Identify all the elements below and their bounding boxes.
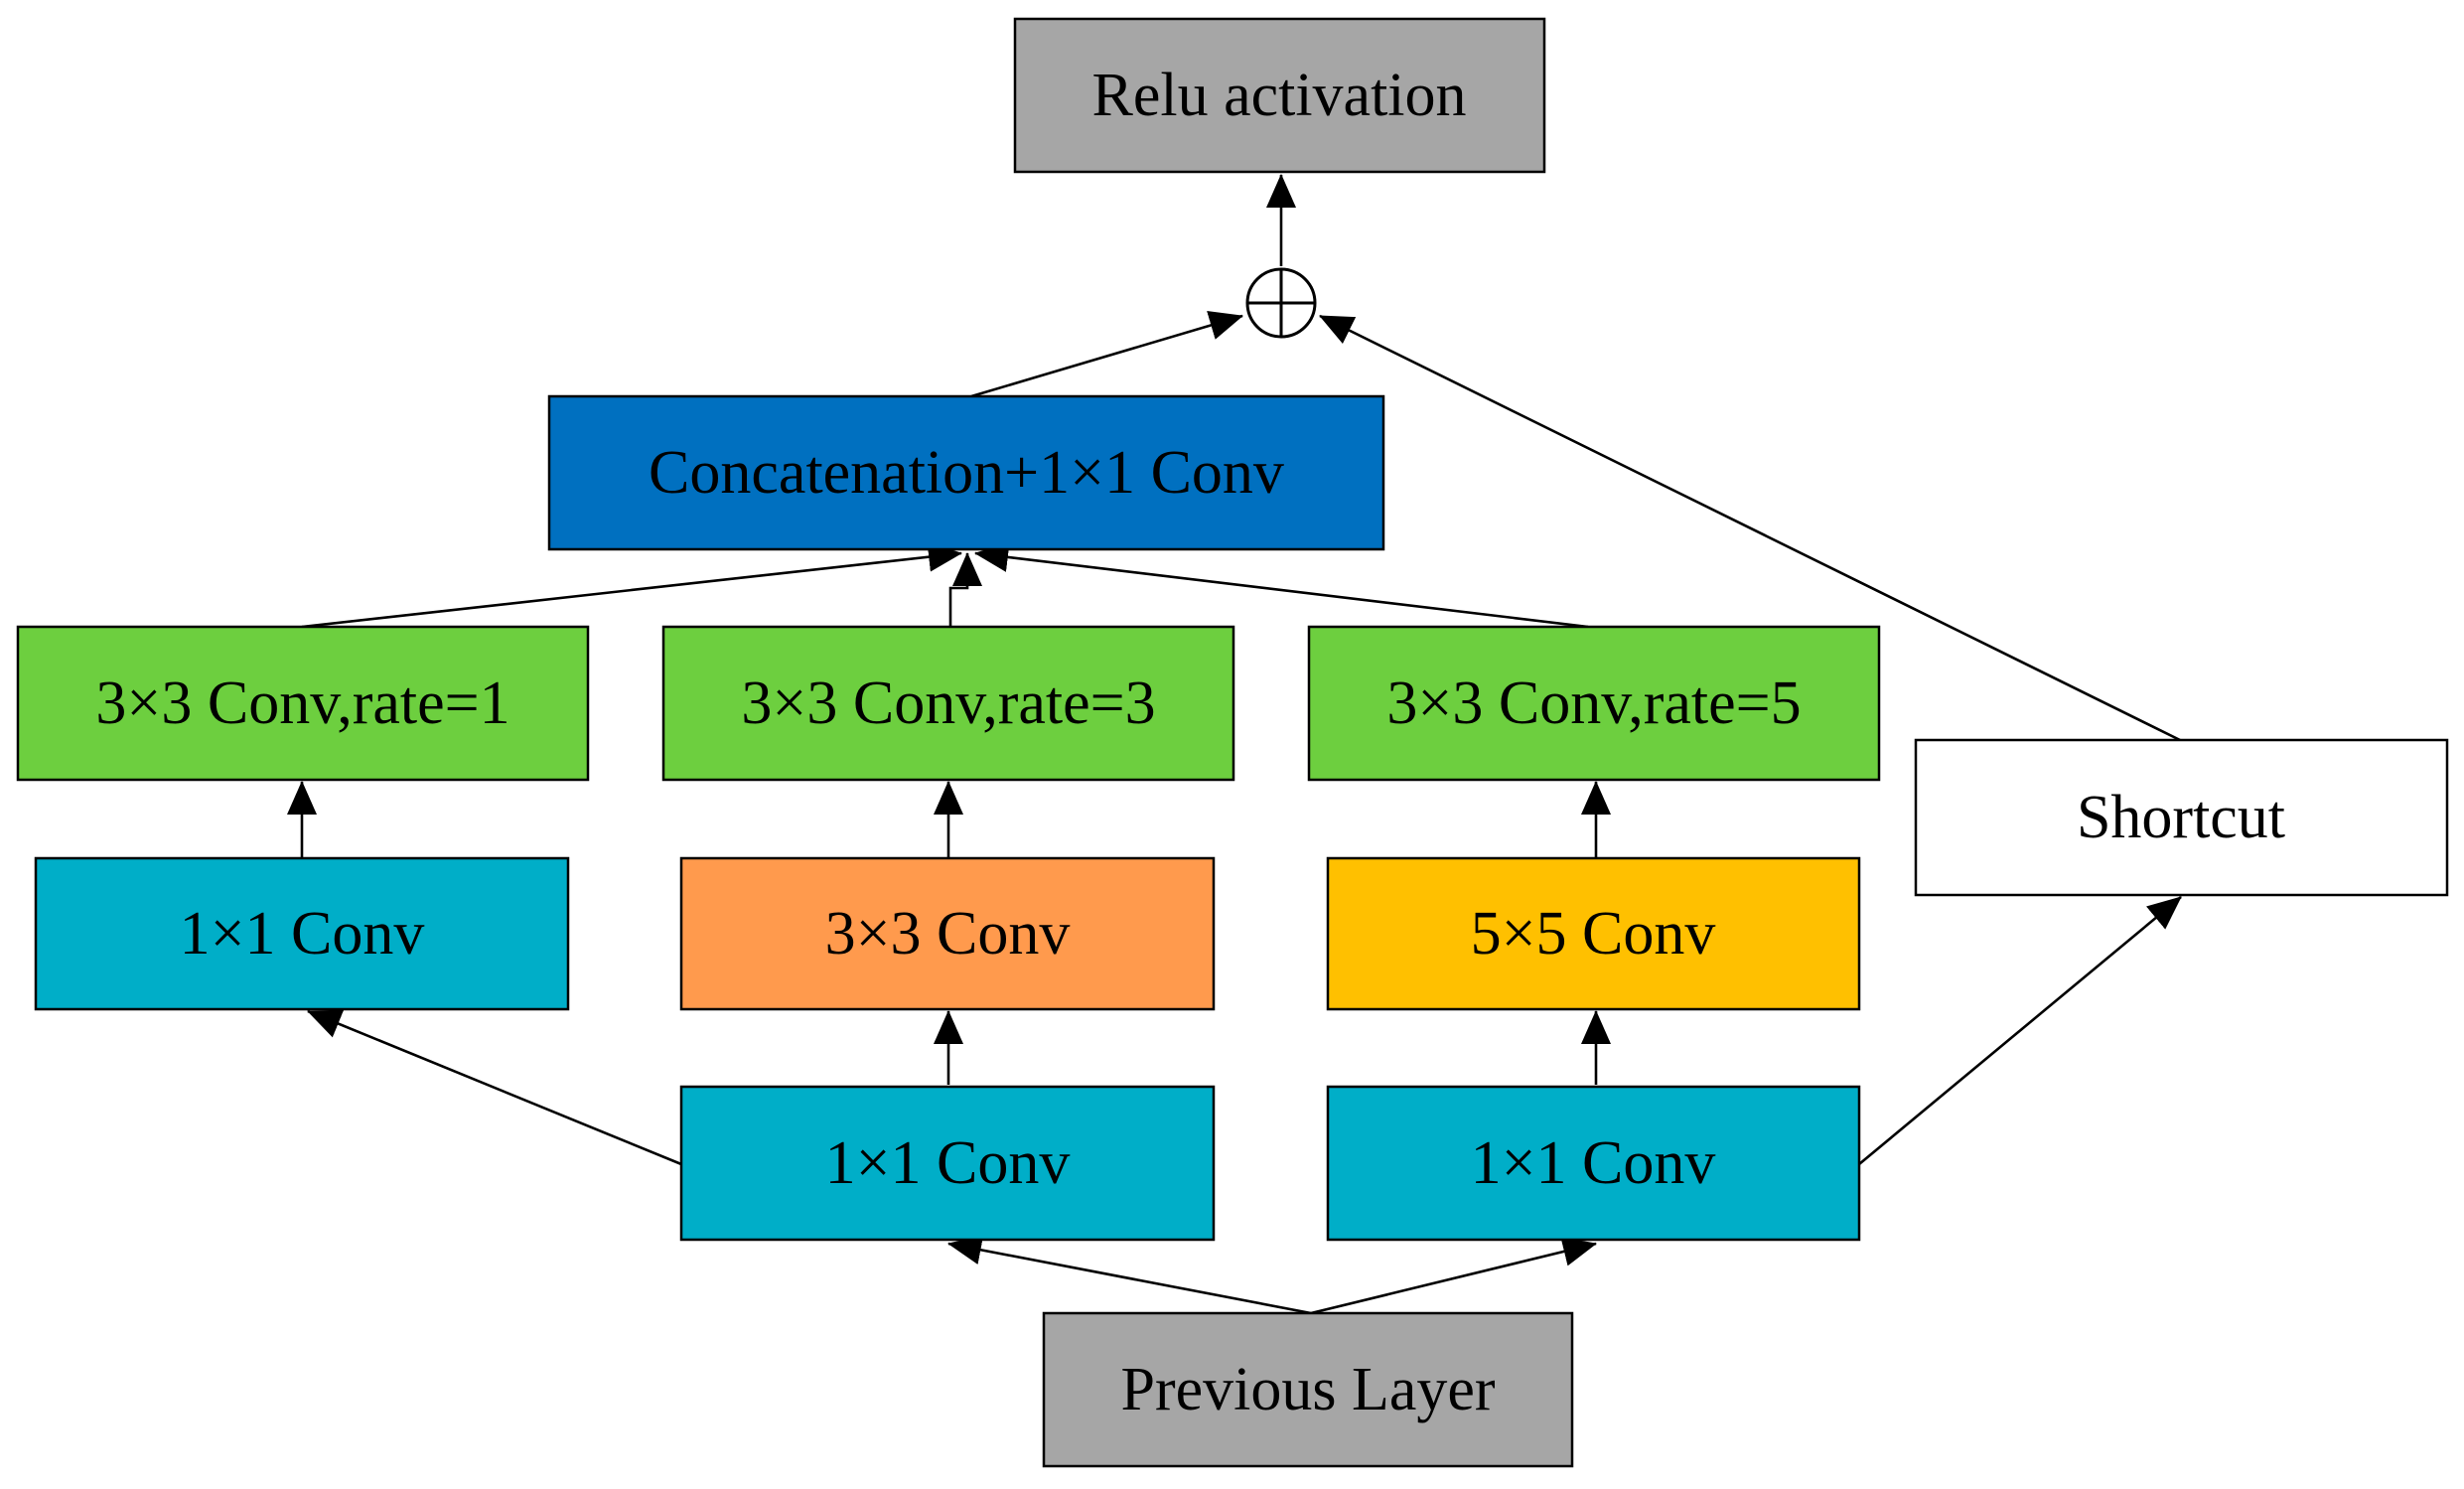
conv5x5-label: 5×5 Conv	[1471, 900, 1716, 968]
conv3x3-label: 3×3 Conv	[825, 900, 1071, 968]
node-previous-layer: Previous Layer	[1042, 1311, 1574, 1468]
atrous-rate3-label: 3×3 Conv,rate=3	[741, 670, 1155, 737]
concatenation-box	[547, 394, 1385, 551]
node-conv5x5: 5×5 Conv	[1326, 856, 1861, 1011]
concatenation-label: Concatenation+1×1 Conv	[649, 439, 1284, 507]
conv5x5-box	[1326, 856, 1861, 1011]
edge-rate1-to-concat	[301, 541, 962, 629]
node-atrous-rate1: 3×3 Conv,rate=1	[16, 625, 590, 782]
node-atrous-rate3: 3×3 Conv,rate=3	[661, 625, 1235, 782]
conv1x1-mid-box	[679, 1085, 1216, 1242]
conv1x1-right-label: 1×1 Conv	[1471, 1129, 1716, 1197]
shortcut-label: Shortcut	[2077, 784, 2285, 851]
relu-activation-label: Relu activation	[1091, 62, 1466, 129]
edge-previous-to-conv1x1-right	[1310, 1237, 1597, 1315]
node-sum-operator	[1245, 267, 1317, 339]
edge-previous-to-conv1x1-mid	[947, 1235, 1312, 1315]
relu-activation-box	[1013, 17, 1546, 174]
edge-rate3-to-concat	[948, 552, 982, 627]
edge-concat-to-sum	[970, 311, 1243, 398]
conv1x1-mid-label: 1×1 Conv	[825, 1129, 1071, 1197]
node-conv1x1-left: 1×1 Conv	[34, 856, 570, 1011]
node-conv1x1-right: 1×1 Conv	[1326, 1085, 1861, 1242]
node-relu-activation: Relu activation	[1013, 17, 1546, 174]
node-conv3x3: 3×3 Conv	[679, 856, 1216, 1011]
conv1x1-left-box	[34, 856, 570, 1011]
atrous-rate3-box	[661, 625, 1235, 782]
previous-layer-box	[1042, 1311, 1574, 1468]
atrous-rate5-label: 3×3 Conv,rate=5	[1386, 670, 1801, 737]
previous-layer-label: Previous Layer	[1120, 1356, 1495, 1423]
edge-conv1x1-right-to-shortcut	[1858, 895, 2182, 1166]
edge-shortcut-to-sum	[1319, 314, 2181, 742]
node-atrous-rate5: 3×3 Conv,rate=5	[1307, 625, 1881, 782]
edges	[287, 174, 2182, 1315]
shortcut-box	[1914, 738, 2449, 897]
edge-rate5-to-concat	[974, 542, 1589, 629]
node-concatenation: Concatenation+1×1 Conv	[547, 394, 1385, 551]
conv1x1-left-label: 1×1 Conv	[180, 900, 425, 968]
atrous-rate1-box	[16, 625, 590, 782]
conv1x1-right-box	[1326, 1085, 1861, 1242]
conv3x3-box	[679, 856, 1216, 1011]
node-conv1x1-mid: 1×1 Conv	[679, 1085, 1216, 1242]
atrous-rate1-label: 3×3 Conv,rate=1	[95, 670, 509, 737]
atrous-rate5-box	[1307, 625, 1881, 782]
node-shortcut: Shortcut	[1914, 738, 2449, 897]
edge-conv1x1-mid-to-conv1x1-left	[307, 1009, 682, 1166]
